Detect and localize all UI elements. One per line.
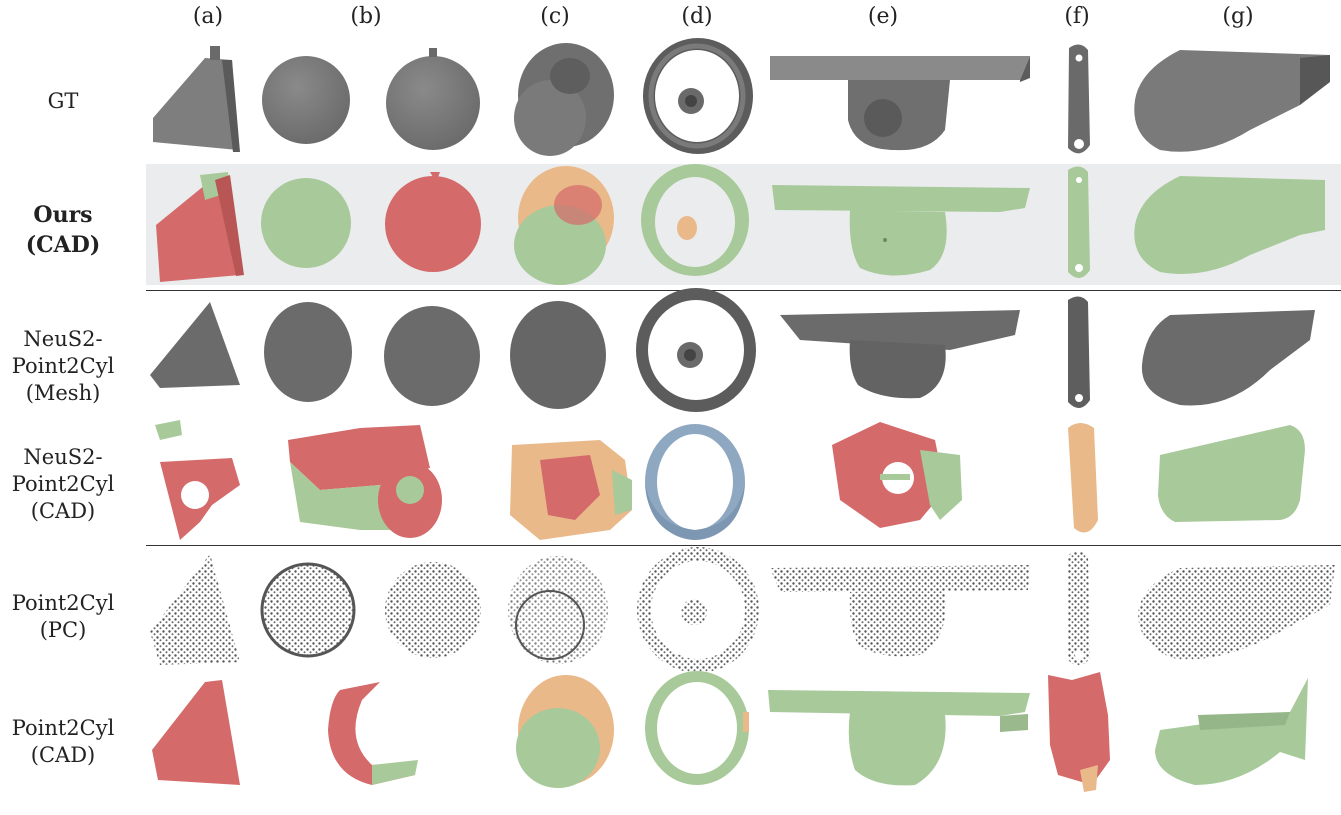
pc-a: [150, 554, 240, 665]
pc-b1: [260, 562, 356, 658]
row-label-neus2-mesh-line-2: Point2Cyl: [11, 354, 115, 378]
pc-d: [637, 547, 759, 673]
neus2-mesh-f: [1068, 296, 1090, 409]
row-label-point2cyl-pc: Point2Cyl (PC): [0, 590, 126, 644]
row-label-ours-line-1: Ours: [33, 202, 93, 228]
p2c-cad-g: [1155, 678, 1308, 785]
ours-e: [772, 185, 1030, 276]
neus2-cad-c: [510, 440, 632, 540]
pc-e: [770, 565, 1030, 657]
column-label-g: (g): [1222, 4, 1254, 29]
column-label-e: (e): [867, 4, 899, 29]
ours-f: [1068, 166, 1090, 279]
neus2-cad-e: [832, 422, 962, 528]
neus2-mesh-d: [636, 288, 756, 412]
neus2-cad-f: [1068, 423, 1098, 533]
gt-f: [1068, 44, 1090, 154]
gt-b2: [386, 48, 480, 150]
ours-g: [1134, 176, 1325, 274]
p2c-cad-b: [328, 682, 418, 785]
neus2-mesh-c: [510, 301, 606, 409]
pc-f: [1068, 551, 1090, 666]
row-label-gt: GT: [0, 88, 126, 115]
gt-c: [514, 43, 614, 156]
ours-a: [156, 172, 244, 282]
row-label-neus2-mesh-line-1: NeuS2-: [23, 327, 103, 351]
pc-c: [508, 556, 608, 664]
row-label-neus2-cad-line-2: Point2Cyl: [11, 472, 115, 496]
p2c-cad-d: [645, 671, 749, 785]
column-label-b: (b): [350, 4, 382, 29]
gt-d: [643, 38, 753, 154]
separator-line-1: [146, 290, 1341, 291]
neus2-mesh-b2: [384, 306, 480, 406]
gt-b1: [262, 56, 350, 144]
row-label-point2cyl-cad-line-2: (CAD): [30, 743, 96, 767]
neus2-mesh-b1: [264, 302, 352, 402]
pc-g: [1138, 565, 1335, 660]
row-label-neus2-cad: NeuS2- Point2Cyl (CAD): [0, 444, 126, 525]
ours-b2: [385, 172, 481, 272]
neus2-cad-g: [1158, 425, 1305, 522]
neus2-mesh-a: [150, 302, 240, 388]
column-label-c: (c): [540, 4, 570, 29]
row-label-neus2-mesh-line-3: (Mesh): [25, 381, 101, 405]
p2c-cad-f: [1048, 672, 1110, 792]
neus2-cad-b: [288, 425, 442, 538]
gt-e: [770, 56, 1030, 151]
row-label-neus2-cad-line-3: (CAD): [30, 499, 96, 523]
gt-a: [153, 46, 240, 152]
gt-g: [1134, 50, 1330, 152]
row-label-point2cyl-pc-line-2: (PC): [39, 618, 87, 642]
neus2-mesh-g: [1141, 310, 1315, 406]
row-label-ours-line-2: (CAD): [25, 232, 101, 258]
p2c-cad-e: [768, 690, 1030, 786]
column-label-f: (f): [1064, 4, 1090, 29]
column-label-d: (d): [681, 4, 713, 29]
row-label-point2cyl-cad: Point2Cyl (CAD): [0, 715, 126, 769]
column-label-a: (a): [192, 4, 224, 29]
row-label-ours: Ours (CAD): [0, 200, 126, 260]
p2c-cad-c: [516, 675, 614, 788]
row-label-neus2-cad-line-1: NeuS2-: [23, 445, 103, 469]
neus2-cad-d: [645, 424, 745, 540]
row-label-gt-line-1: GT: [47, 89, 79, 113]
p2c-cad-a: [152, 680, 240, 785]
neus2-mesh-e: [780, 310, 1020, 399]
row-label-neus2-mesh: NeuS2- Point2Cyl (Mesh): [0, 326, 126, 407]
separator-line-2: [146, 545, 1341, 546]
row-label-point2cyl-pc-line-1: Point2Cyl: [11, 591, 115, 615]
row-label-point2cyl-cad-line-1: Point2Cyl: [11, 716, 115, 740]
pc-b2: [385, 562, 481, 658]
ours-c: [514, 166, 614, 285]
neus2-cad-a: [155, 420, 240, 540]
ours-b1: [261, 178, 351, 268]
ours-d: [641, 164, 749, 276]
